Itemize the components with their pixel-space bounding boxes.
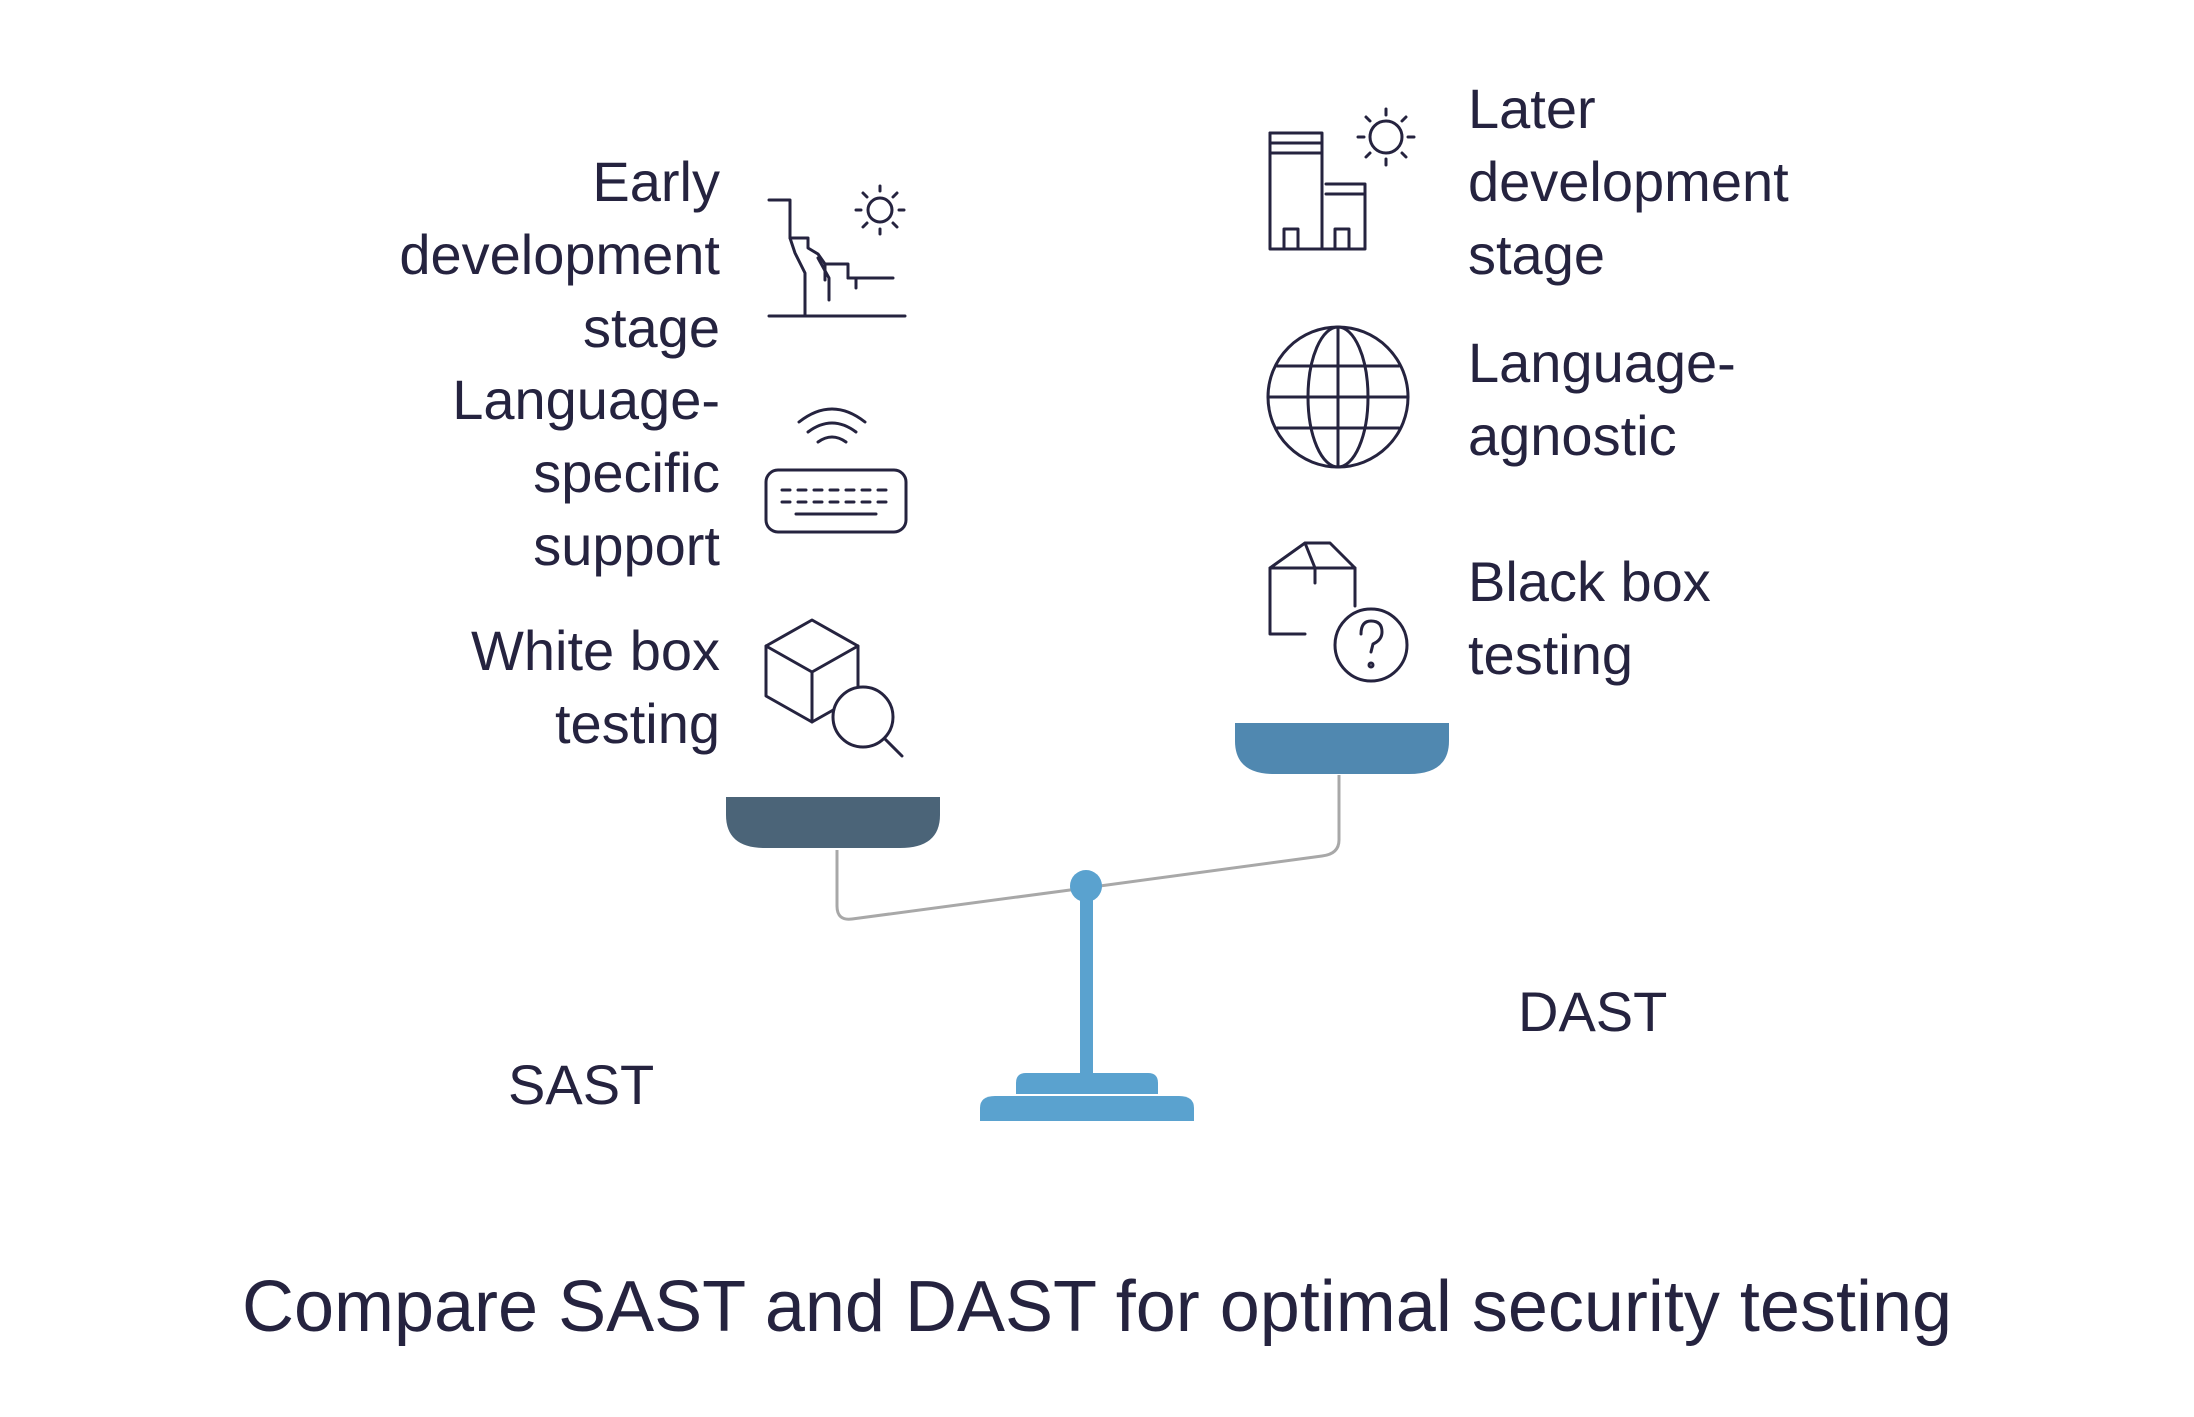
text-line: specific	[533, 441, 720, 504]
sast-item-language-specific: Language- specific support	[452, 363, 720, 582]
text-line: stage	[1468, 223, 1605, 286]
text-line: Language-	[1468, 331, 1736, 394]
text-line: development	[1468, 150, 1789, 213]
scale-beam-right	[1084, 775, 1341, 890]
sast-item-early-stage: Early development stage	[399, 145, 720, 364]
text-line: Black box	[1468, 550, 1711, 613]
text-line: Early	[592, 150, 720, 213]
right-pan	[1235, 723, 1449, 774]
scale-beam-left	[835, 850, 1086, 921]
sast-label: SAST	[508, 1053, 655, 1116]
city-buildings-icon	[1268, 107, 1416, 251]
text-line: Language-	[452, 368, 720, 431]
dast-item-black-box: Black box testing	[1468, 545, 1711, 691]
canyon-landscape-icon	[767, 184, 907, 318]
globe-icon	[1266, 325, 1410, 469]
sast-item-white-box: White box testing	[471, 614, 720, 760]
pivot	[1070, 870, 1102, 902]
text-line: stage	[583, 296, 720, 359]
stand-pole	[1080, 888, 1093, 1083]
text-line: agnostic	[1468, 404, 1677, 467]
text-line: support	[533, 514, 720, 577]
dast-item-language-agnostic: Language- agnostic	[1468, 326, 1736, 472]
text-line: testing	[1468, 623, 1633, 686]
text-line: testing	[555, 692, 720, 755]
cube-magnifier-icon	[764, 618, 904, 758]
stand-base-bottom	[980, 1096, 1194, 1121]
left-pan	[726, 797, 940, 848]
keyboard-wireless-icon	[764, 407, 908, 534]
text-line: development	[399, 223, 720, 286]
text-line: Later	[1468, 77, 1596, 140]
dast-label: DAST	[1518, 980, 1668, 1043]
box-question-icon	[1268, 541, 1409, 683]
dast-item-later-stage: Later development stage	[1468, 72, 1789, 291]
stand-base-top	[1016, 1073, 1158, 1094]
page-title: Compare SAST and DAST for optimal securi…	[241, 1267, 1953, 1347]
text-line: White box	[471, 619, 720, 682]
